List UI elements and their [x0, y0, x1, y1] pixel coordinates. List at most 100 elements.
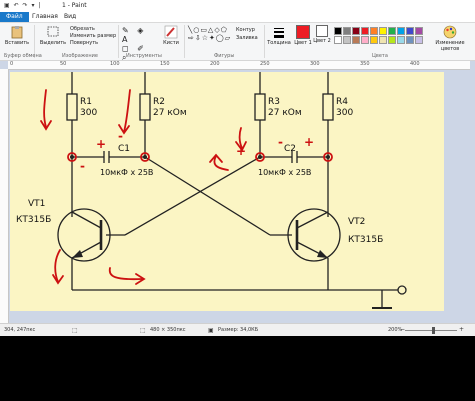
arrows-icon: ⇨⇩☆✦◯▱ [188, 34, 232, 42]
palette-swatch[interactable] [379, 36, 387, 44]
resize-button[interactable]: Изменить размер [70, 33, 117, 39]
palette-swatch[interactable] [352, 27, 360, 35]
palette-swatch[interactable] [370, 27, 378, 35]
red-annotations [40, 89, 333, 285]
shapes-icon: ╲○▭△◇⬠ [188, 26, 228, 34]
palette-swatch[interactable] [343, 36, 351, 44]
shapes-gallery[interactable]: ╲○▭△◇⬠ ⇨⇩☆✦◯▱ [188, 26, 234, 42]
label-r1-value: 300 [80, 108, 97, 118]
ruler-tick: 400 [410, 61, 420, 67]
rotate-button[interactable]: Повернуть [70, 40, 99, 46]
vertical-ruler [0, 69, 9, 323]
brushes-button[interactable]: Кисти [160, 25, 182, 46]
zoom-slider-track[interactable] [405, 330, 457, 331]
cursor-position: 304, 247пкс [4, 327, 36, 333]
ribbon-tabs: Файл Главная Вид [0, 12, 475, 23]
label-vt1-type: КТ315Б [16, 215, 51, 225]
ruler-tick: 150 [160, 61, 170, 67]
label-r2: R2 [153, 97, 165, 107]
palette-swatch[interactable] [352, 36, 360, 44]
thickness-icon [274, 28, 284, 38]
pencil-icon[interactable]: ✎ ◈ A [122, 26, 147, 44]
palette-swatch[interactable] [397, 27, 405, 35]
label-r4: R4 [336, 97, 348, 107]
outline-dropdown[interactable]: Контур [236, 27, 255, 33]
annotation-minus-vt1: - [80, 159, 85, 173]
eraser-icon[interactable]: ◻ ✐ ⌕ [122, 44, 147, 62]
palette-swatch[interactable] [343, 27, 351, 35]
tab-home[interactable]: Главная [32, 13, 58, 20]
edit-colors-button[interactable]: Изменение цветов [432, 25, 468, 52]
image-size-icon: ⬚ [140, 327, 146, 334]
zoom-level: 200% [388, 327, 403, 333]
tools-group: ✎ ◈ A ◻ ✐ ⌕ [122, 26, 158, 63]
tab-view[interactable]: Вид [64, 13, 77, 20]
label-c1-value: 10мкФ х 25В [100, 168, 153, 177]
ruler-tick: 100 [110, 61, 120, 67]
label-vt1: VT1 [28, 199, 45, 209]
window-title: 1 - Paint [62, 2, 87, 9]
crop-button[interactable]: Обрезать [70, 26, 95, 32]
thickness-button[interactable]: Толщина [266, 25, 292, 46]
annotation-minus-c2: - [278, 135, 283, 149]
paint-window: ▣ ↶ ↷ ▾ | 1 - Paint Файл Главная Вид Вст… [0, 0, 475, 336]
ruler-tick: 300 [310, 61, 320, 67]
palette-swatch[interactable] [388, 36, 396, 44]
annotation-plus-c1: + [96, 137, 106, 151]
label-r2-value: 27 кОм [153, 108, 187, 118]
ruler-tick: 0 [10, 61, 14, 67]
palette-swatch[interactable] [334, 27, 342, 35]
paste-button[interactable]: Вставить [4, 25, 30, 46]
palette-swatch[interactable] [397, 36, 405, 44]
drawing-canvas[interactable]: R1 300 R2 27 кОм R3 27 кОм R4 300 C1 10м… [10, 72, 444, 311]
palette-swatch[interactable] [334, 36, 342, 44]
label-r3: R3 [268, 97, 280, 107]
palette-swatch[interactable] [415, 27, 423, 35]
palette-swatch[interactable] [361, 36, 369, 44]
group-label-image: Изображение [62, 53, 98, 59]
disk-icon: ▣ [208, 327, 214, 334]
group-label-colors: Цвета [372, 53, 388, 59]
ruler-tick: 200 [210, 61, 220, 67]
palette-swatch[interactable] [406, 27, 414, 35]
shape-options: Контур Заливка [236, 26, 258, 42]
selection-icon: ⬚ [72, 327, 78, 334]
color2-button[interactable]: Цвет 2 [313, 25, 331, 44]
circuit-schematic: R1 300 R2 27 кОм R3 27 кОм R4 300 C1 10м… [16, 72, 407, 309]
palette-swatch[interactable] [406, 36, 414, 44]
color1-swatch-icon [296, 25, 310, 39]
palette-swatch[interactable] [379, 27, 387, 35]
label-c1: C1 [118, 144, 130, 154]
palette-swatch[interactable] [388, 27, 396, 35]
group-label-clipboard: Буфер обмена [4, 53, 42, 59]
group-label-tools: Инструменты [126, 53, 162, 59]
annotation-plus-c2: + [304, 135, 314, 149]
title-bar: ▣ ↶ ↷ ▾ | 1 - Paint [0, 0, 475, 12]
label-r3-value: 27 кОм [268, 108, 302, 118]
color2-swatch-icon [316, 25, 328, 37]
image-tools: Обрезать Изменить размер Повернуть [70, 26, 116, 47]
palette-swatch[interactable] [415, 36, 423, 44]
label-c2: C2 [284, 144, 296, 154]
select-button[interactable]: Выделить [38, 25, 68, 46]
group-label-shapes: Фигуры [214, 53, 235, 59]
zoom-out-icon[interactable]: − [400, 326, 406, 333]
label-vt2-type: КТ315Б [348, 235, 383, 245]
quick-access-toolbar[interactable]: ▣ ↶ ↷ ▾ | [4, 2, 42, 9]
color1-button[interactable]: Цвет 1 [294, 25, 312, 46]
select-icon [47, 26, 59, 37]
tab-file[interactable]: Файл [0, 12, 29, 22]
zoom-slider-thumb[interactable] [432, 327, 435, 334]
zoom-in-icon[interactable]: + [459, 326, 465, 333]
ruler-tick: 350 [360, 61, 370, 67]
brush-icon [164, 25, 178, 39]
fill-dropdown[interactable]: Заливка [236, 35, 258, 41]
palette-swatch[interactable] [370, 36, 378, 44]
palette-swatch[interactable] [361, 27, 369, 35]
ruler-tick: 250 [260, 61, 270, 67]
label-vt2: VT2 [348, 217, 365, 227]
file-size: Размер: 34,0КБ [218, 327, 259, 333]
palette-icon [443, 25, 457, 39]
